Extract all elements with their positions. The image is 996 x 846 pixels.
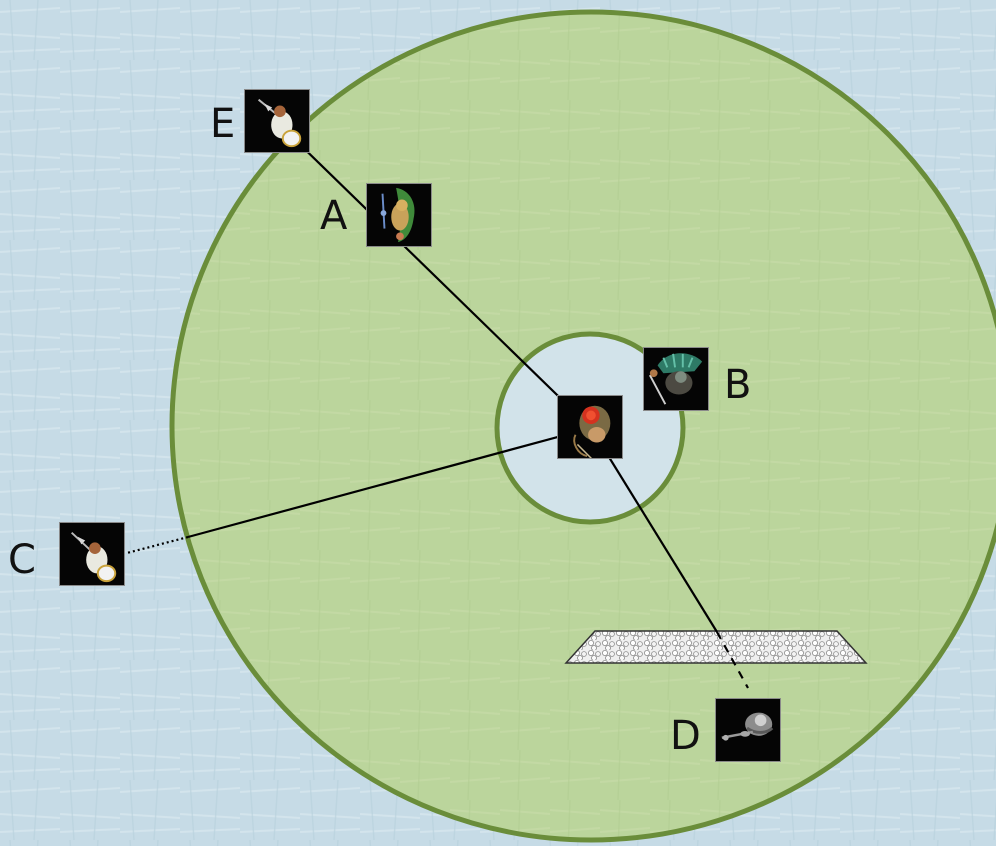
line-of-sight-c-dotted	[126, 535, 189, 555]
unit-c-label: C	[8, 537, 36, 583]
line-of-sight-d	[590, 427, 718, 633]
unit-b-label: B	[724, 362, 752, 408]
unit-b-token[interactable]	[643, 347, 709, 411]
gray-armored-warrior-icon	[721, 712, 774, 741]
unit-a-token[interactable]	[366, 183, 432, 247]
rubble-wall-obstacle	[564, 630, 868, 664]
unit-e-token[interactable]	[244, 89, 310, 153]
white-shield-knight-icon	[70, 531, 117, 583]
unit-d-token[interactable]	[715, 698, 781, 762]
unit-a-label: A	[320, 193, 348, 239]
green-cloaked-archer-icon	[380, 187, 415, 243]
unit-e-label: E	[210, 101, 236, 147]
line-of-sight-d-dashed	[716, 631, 749, 689]
unit-d-label: D	[670, 713, 701, 759]
armored-swordsman-icon	[648, 353, 703, 405]
red-hooded-archer-icon	[573, 405, 611, 458]
unit-c-token[interactable]	[59, 522, 125, 586]
line-of-sight-c	[187, 426, 592, 539]
white-shield-knight-icon	[257, 98, 302, 148]
center-unit-token[interactable]	[557, 395, 623, 459]
